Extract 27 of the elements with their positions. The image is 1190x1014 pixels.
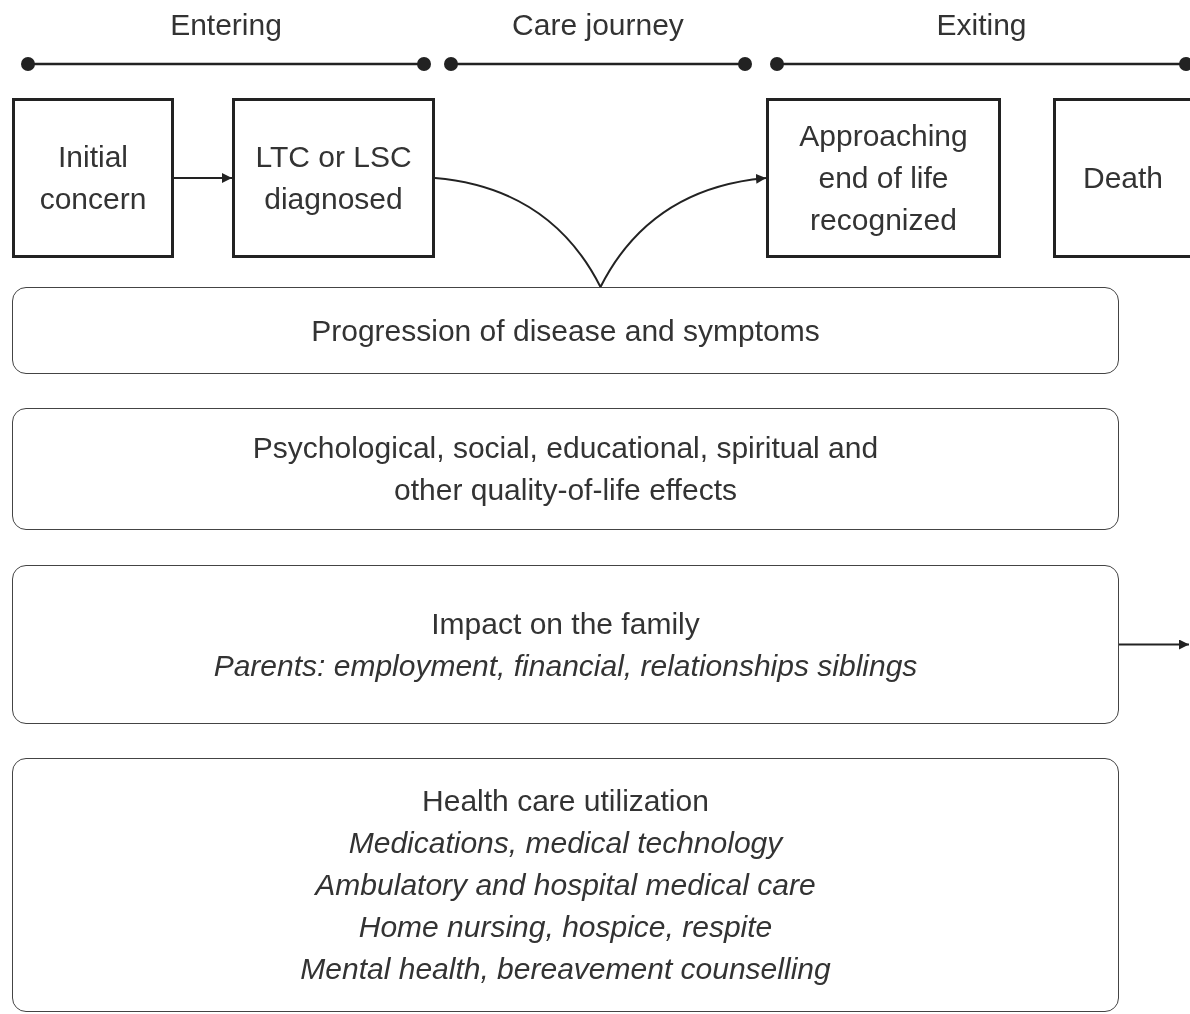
phase-label: Care journey (512, 8, 684, 42)
box-heading: Health care utilization (422, 783, 709, 819)
box-text: Initial concern (38, 139, 148, 217)
phase-label: Exiting (936, 8, 1027, 42)
box-detail: Ambulatory and hospital medical care (315, 867, 816, 903)
rounded-box (12, 758, 1119, 1012)
arrow (173, 173, 233, 183)
box-detail: Home nursing, hospice, respite (358, 909, 773, 945)
box-text: Psychological, social, educational, spiritual and other quality-of-life effects (251, 430, 880, 508)
box-detail: Parents: employment, financial, relationships siblings (213, 647, 918, 684)
stage-box (232, 98, 435, 258)
phase-label: Entering (170, 8, 282, 42)
rounded-box (12, 287, 1119, 374)
stage-box (1053, 98, 1190, 258)
box-heading: Impact on the family (431, 605, 700, 642)
arrow (434, 174, 767, 288)
stage-box (12, 98, 174, 258)
rounded-box (12, 565, 1119, 724)
box-text: Approaching end of life recognized (798, 118, 969, 238)
box-detail: Mental health, bereavement counselling (300, 951, 831, 987)
box-text: Death (1082, 160, 1164, 196)
arrow (1118, 639, 1190, 650)
box-text: LTC or LSC diagnosed (254, 139, 413, 217)
rounded-box (12, 408, 1119, 530)
box-text: Progression of disease and symptoms (311, 312, 820, 349)
box-detail: Medications, medical technology (348, 825, 783, 861)
stage-box (766, 98, 1001, 258)
